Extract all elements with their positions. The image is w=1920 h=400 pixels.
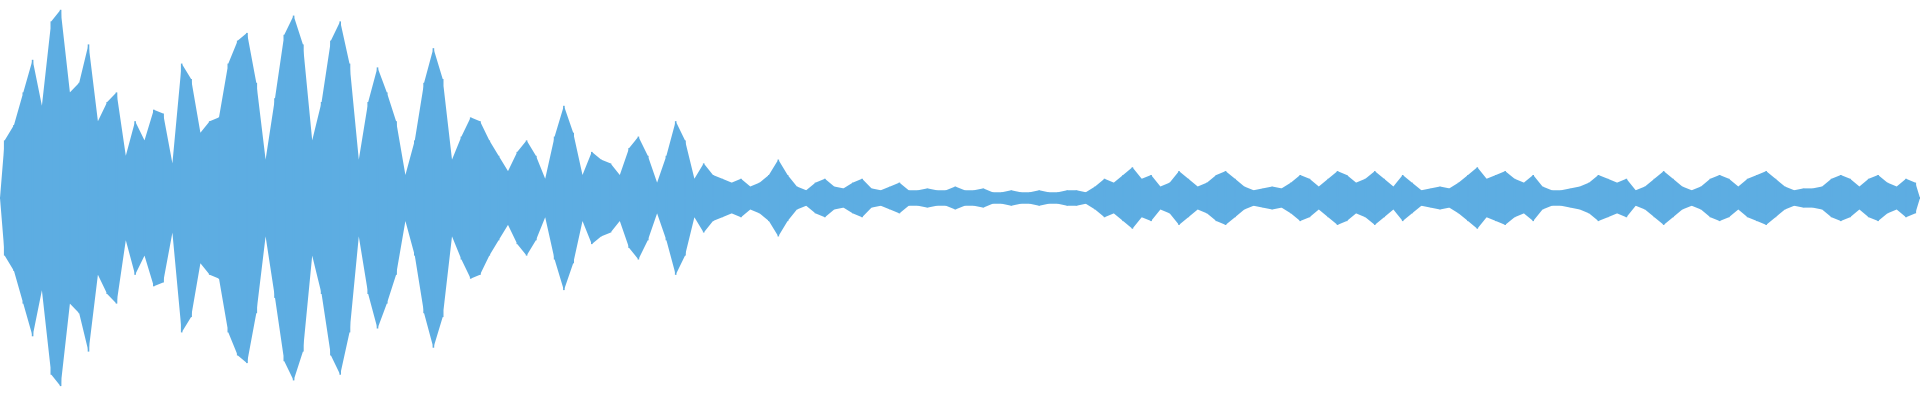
waveform-bars: [0, 9, 1920, 387]
waveform-baseline: [0, 197, 1920, 199]
